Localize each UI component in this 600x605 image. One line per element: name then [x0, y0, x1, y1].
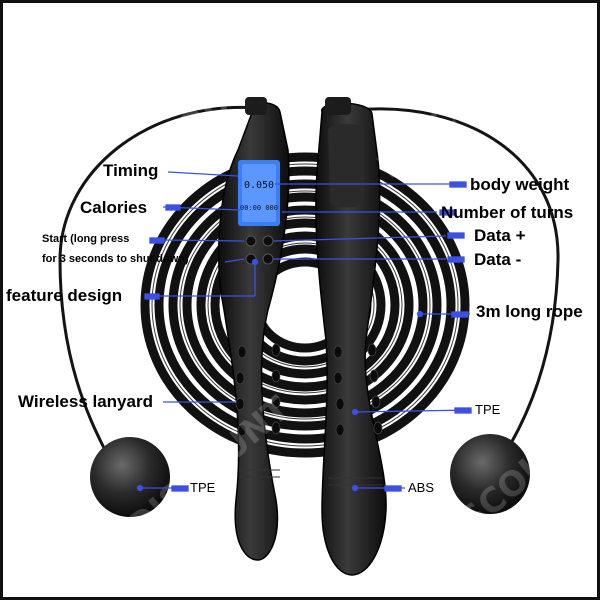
- wireless-lanyard-left: [58, 105, 259, 451]
- pointer-lines: [136, 171, 472, 492]
- control-buttons: [245, 235, 274, 265]
- weighted-ball-right: [450, 434, 530, 514]
- lcd-row-1: 0.050: [244, 180, 274, 191]
- lcd-row-2: 00:00 000: [240, 204, 278, 212]
- data-minus-label: Data -: [474, 250, 522, 269]
- tpe-handle-label: TPE: [475, 402, 501, 417]
- number-of-turns-label: Number of turns: [441, 203, 574, 222]
- abs-label: ABS: [408, 480, 435, 495]
- right-handle: [315, 97, 387, 576]
- timing-label: Timing: [103, 161, 159, 180]
- tpe-ball-label: TPE: [190, 480, 216, 495]
- rope-length-label: 3m long rope: [476, 302, 583, 321]
- feature-design-label: feature design: [6, 286, 123, 305]
- wireless-lanyard-label: Wireless lanyard: [18, 392, 153, 411]
- handle-grip-texture: [235, 343, 383, 437]
- start-label-line2: for 3 seconds to shut down): [42, 253, 189, 265]
- lcd-display: 0.050 00:00 000: [238, 160, 280, 226]
- data-minus-button[interactable]: [262, 253, 274, 265]
- body-weight-label: body weight: [470, 175, 570, 194]
- start-button[interactable]: [245, 235, 257, 247]
- weighted-ball-left: [90, 437, 170, 517]
- coil-center: [285, 295, 329, 335]
- calories-label: Calories: [80, 198, 148, 217]
- start-label-line1: Start (long press: [42, 233, 130, 245]
- data-plus-label: Data +: [474, 226, 526, 245]
- svg-text:DISCOUNT: DISCOUNT: [420, 408, 598, 567]
- data-plus-button[interactable]: [262, 235, 274, 247]
- wireless-lanyard-right: [354, 107, 560, 446]
